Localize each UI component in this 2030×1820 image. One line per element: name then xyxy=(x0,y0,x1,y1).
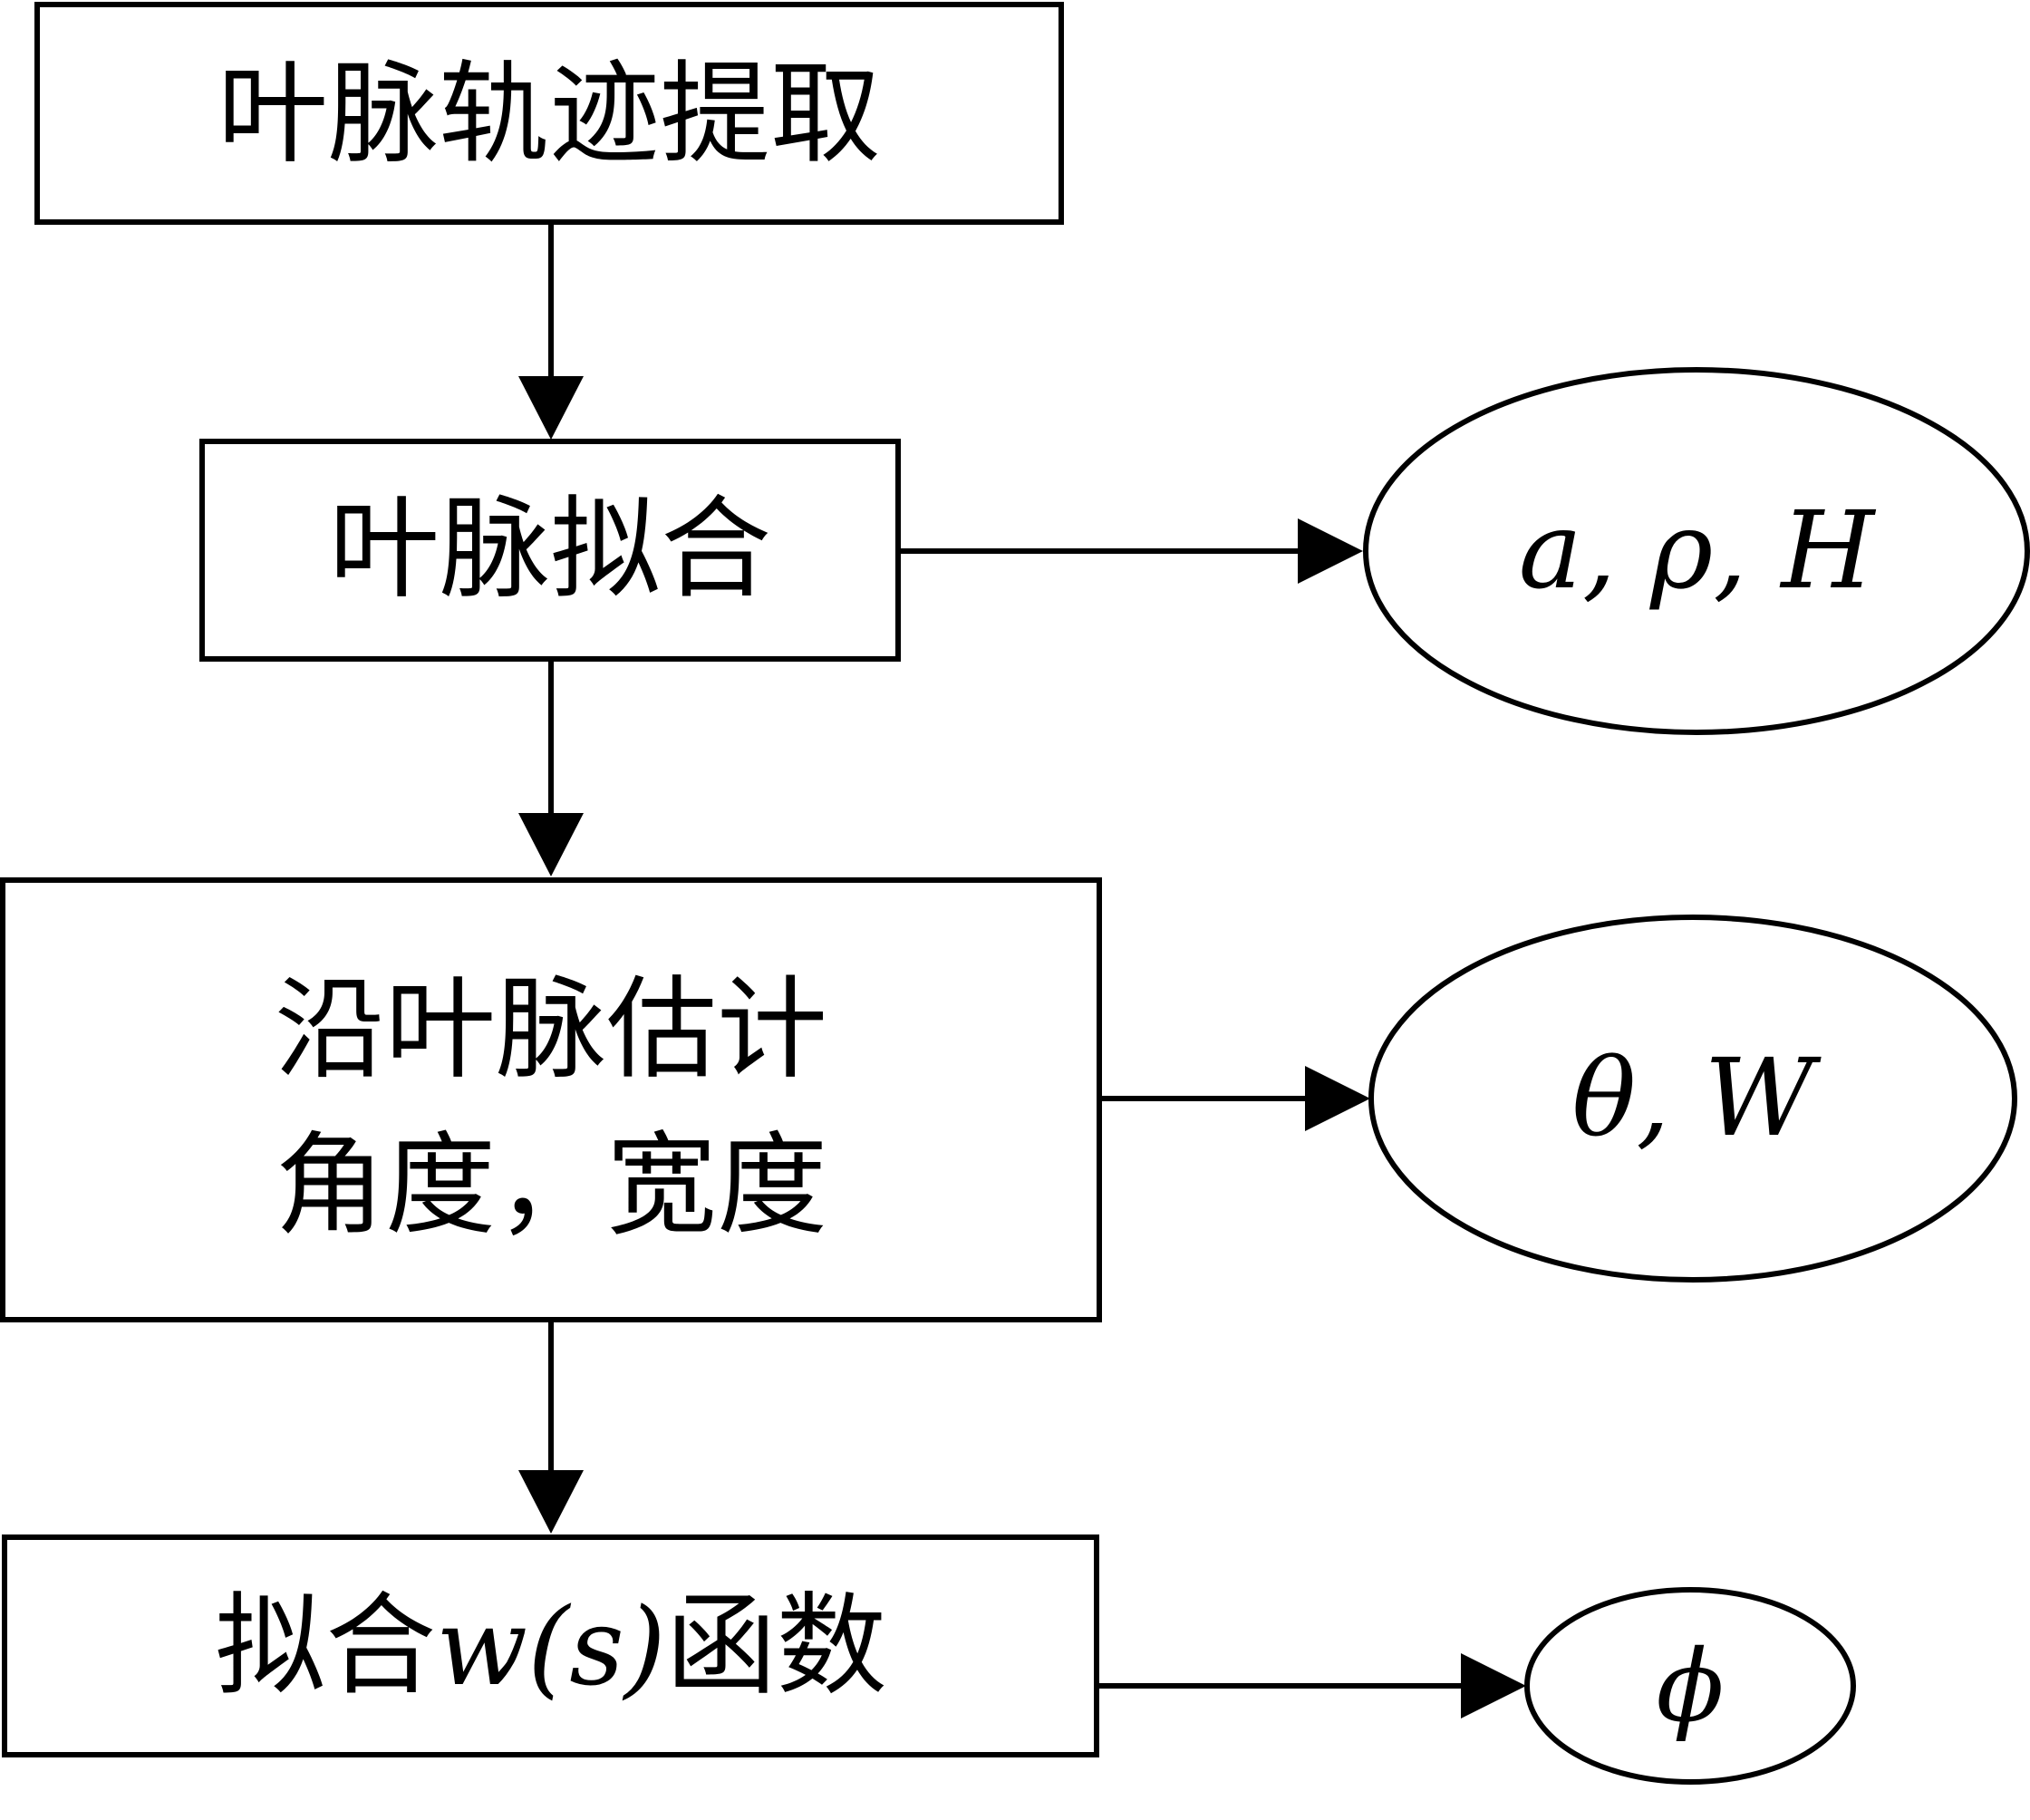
label-vein-fitting: 叶脉拟合 xyxy=(329,485,771,614)
label-phi: ϕ xyxy=(1657,1628,1725,1744)
arrowhead-fit-to-phi xyxy=(1461,1653,1526,1718)
label-fit-w-prefix: 拟合 xyxy=(215,1582,436,1710)
arrowhead-fitting-to-params xyxy=(1298,518,1363,584)
ellipse-fitting-params xyxy=(1363,367,2030,735)
label-fit-w-math: w(s) xyxy=(436,1584,666,1709)
arrowhead-estimate-to-angle-width xyxy=(1305,1066,1370,1131)
box-fit-w-function xyxy=(2,1534,1099,1757)
arrowhead-3-to-4 xyxy=(518,1470,584,1534)
arrowhead-2-to-3 xyxy=(518,813,584,876)
label-estimate-line2: 角度，宽度 xyxy=(275,1121,827,1250)
box-vein-trajectory-extraction xyxy=(34,2,1064,225)
label-fitting-params: a, ρ, H xyxy=(1519,488,1877,613)
arrowhead-1-to-2 xyxy=(518,376,584,440)
label-vein-trajectory-extraction: 叶脉轨迹提取 xyxy=(218,50,881,179)
label-fit-w-function: 拟合w(s)函数 xyxy=(215,1582,887,1710)
box-estimate-along-vein xyxy=(0,877,1102,1322)
ellipse-phi xyxy=(1524,1587,1856,1785)
ellipse-angle-width xyxy=(1368,915,2017,1283)
label-fit-w-suffix: 函数 xyxy=(666,1582,887,1710)
box-vein-fitting xyxy=(199,439,901,662)
label-angle-width: θ, W xyxy=(1571,1035,1822,1160)
label-estimate-line1: 沿叶脉估计 xyxy=(275,965,827,1094)
